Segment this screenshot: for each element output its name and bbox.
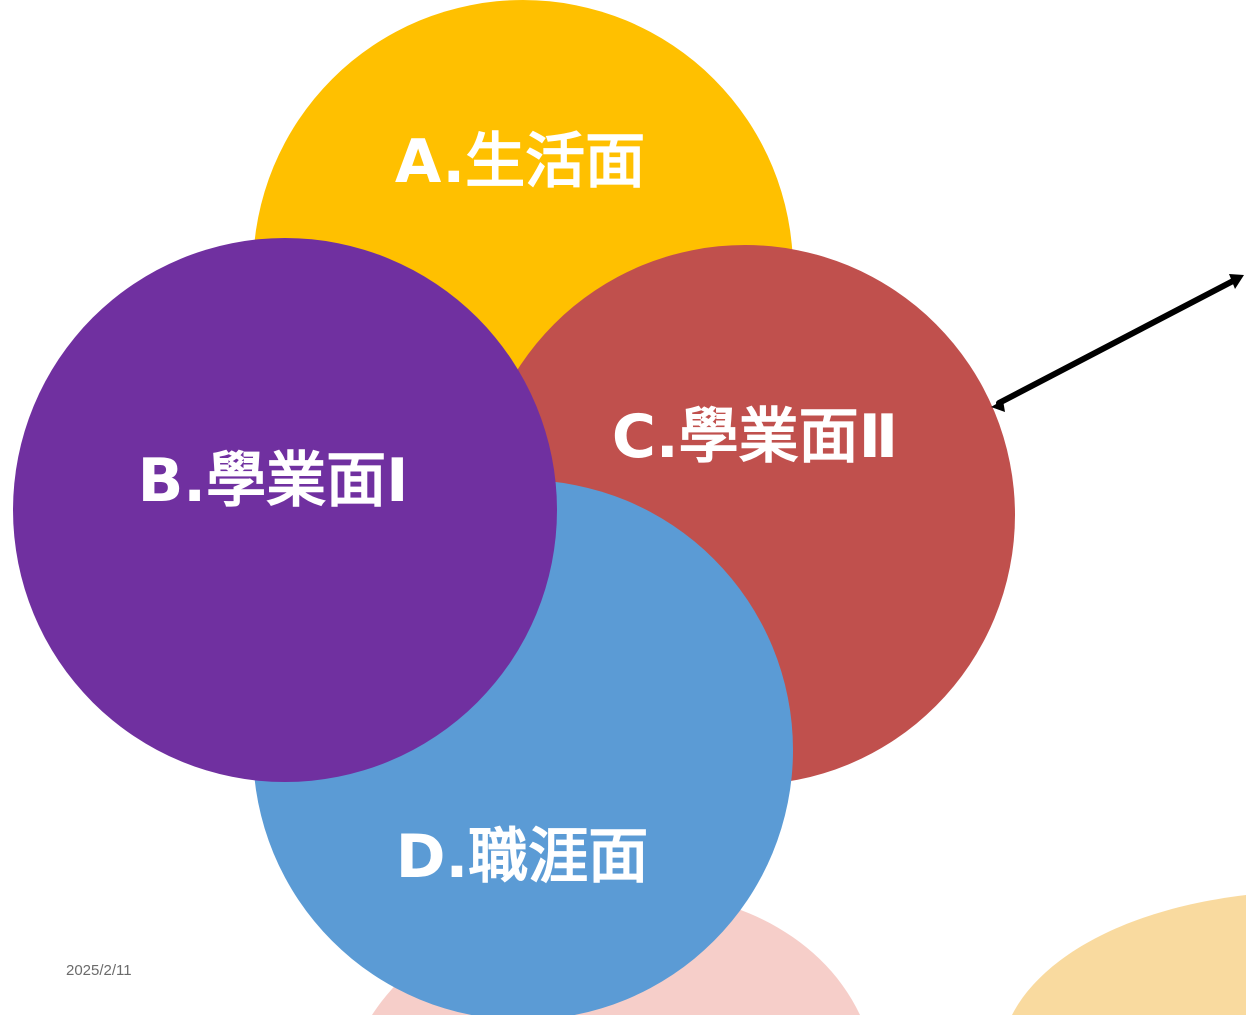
circle-b-academic-1 [13,238,557,782]
yellow-watercolor-blob [1012,895,1246,1015]
label-academic-aspect-1: B.學業面Ⅰ [137,446,409,516]
slide-date: 2025/2/11 [66,962,132,979]
connector-arrow [991,274,1244,412]
label-career-aspect: D.職涯面 [395,822,649,892]
label-academic-aspect-2: C.學業面Ⅱ [611,402,899,472]
label-life-aspect: A.生活面 [394,127,646,197]
